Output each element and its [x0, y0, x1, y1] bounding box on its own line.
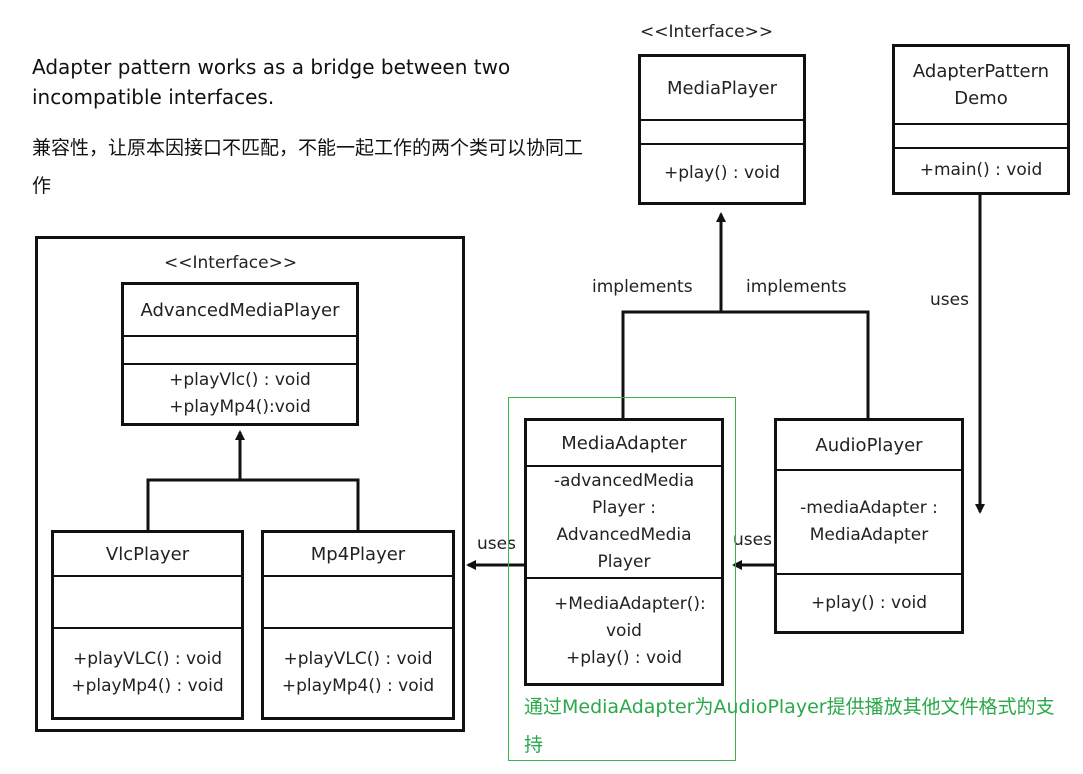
- class-name: VlcPlayer: [105, 543, 190, 565]
- intro-english: Adapter pattern works as a bridge betwee…: [32, 55, 511, 109]
- method: +playVLC() : void: [73, 649, 222, 669]
- method: +playMp4() : void: [71, 676, 224, 696]
- class-attributes: [124, 335, 356, 363]
- class-methods: +playVlc() : void +playMp4():void: [124, 363, 356, 423]
- class-name: Mp4Player: [310, 543, 406, 565]
- advanced-media-player-group: [35, 236, 465, 732]
- class-name: MediaAdapter: [561, 432, 687, 454]
- class-methods: +playVLC() : void +playMp4() : void: [264, 627, 452, 717]
- class-vlc-player: VlcPlayer +playVLC() : void +playMp4() :…: [51, 530, 244, 720]
- method: +playMp4():void: [169, 397, 311, 417]
- class-attributes: [54, 575, 241, 627]
- class-media-player: MediaPlayer +play() : void: [638, 54, 806, 205]
- class-name: AdapterPattern Demo: [912, 61, 1050, 109]
- class-methods: +play() : void: [641, 143, 803, 202]
- class-name: AudioPlayer: [815, 434, 923, 456]
- class-attributes: [264, 575, 452, 627]
- class-name: AdvancedMediaPlayer: [140, 299, 340, 321]
- label-implements-left: implements: [592, 277, 693, 297]
- class-mp4-player: Mp4Player +playVLC() : void +playMp4() :…: [261, 530, 455, 720]
- label-uses-audio: uses: [733, 530, 772, 550]
- class-methods: +play() : void: [777, 573, 961, 631]
- method: +main() : void: [919, 160, 1043, 180]
- label-uses-demo: uses: [930, 290, 969, 310]
- class-name: MediaPlayer: [666, 77, 778, 99]
- class-methods: +MediaAdapter(): void +play() : void: [527, 577, 721, 683]
- class-advanced-media-player: AdvancedMediaPlayer +playVlc() : void +p…: [121, 282, 359, 426]
- adapter-highlight-box: [508, 397, 736, 761]
- class-attributes: [641, 119, 803, 143]
- method: +playVLC() : void: [283, 649, 433, 669]
- class-attributes: -advancedMedia Player : AdvancedMedia Pl…: [527, 465, 721, 577]
- intro-chinese: 兼容性，让原本因接口不匹配，不能一起工作的两个类可以协同工作: [32, 137, 584, 197]
- label-uses-adapter: uses: [477, 534, 516, 554]
- implements-line-media-adapter: [621, 310, 721, 418]
- method: +play() : void: [565, 647, 682, 668]
- class-attributes: -mediaAdapter : MediaAdapter: [777, 469, 961, 573]
- implements-line-vlc: [146, 478, 240, 530]
- method: +playVlc() : void: [169, 370, 311, 390]
- method: +play() : void: [810, 592, 927, 613]
- class-attributes: [895, 123, 1067, 147]
- class-methods: +main() : void: [895, 147, 1067, 192]
- label-implements-right: implements: [746, 277, 847, 297]
- implements-line-audio-player: [721, 310, 870, 418]
- adapter-note: 通过MediaAdapter为AudioPlayer提供播放其他文件格式的支持: [524, 696, 1055, 756]
- class-audio-player: AudioPlayer -mediaAdapter : MediaAdapter…: [774, 418, 964, 634]
- stereotype-media-player: <<Interface>>: [640, 22, 774, 42]
- class-adapter-pattern-demo: AdapterPattern Demo +main() : void: [892, 44, 1070, 195]
- class-media-adapter: MediaAdapter -advancedMedia Player : Adv…: [524, 418, 724, 686]
- method: +playMp4() : void: [281, 676, 435, 696]
- class-methods: +playVLC() : void +playMp4() : void: [54, 627, 241, 717]
- method: +play() : void: [663, 163, 780, 183]
- method: +MediaAdapter(): void: [554, 593, 706, 641]
- implements-line-mp4: [240, 478, 360, 530]
- stereotype-advanced-media-player: <<Interface>>: [164, 253, 298, 273]
